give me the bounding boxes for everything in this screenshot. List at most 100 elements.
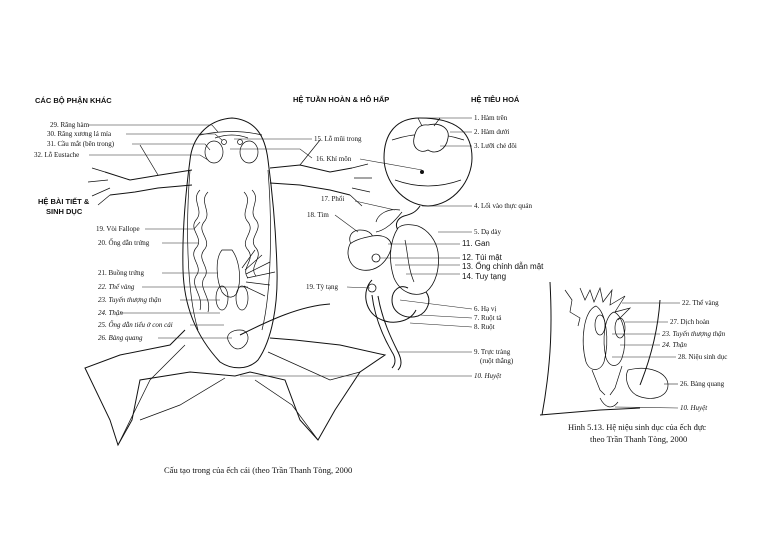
labels-male: 22. Thể vàng 27. Dịch hoàn 23. Tuyến thư… bbox=[662, 299, 727, 412]
female-web-ray-left-2 bbox=[139, 377, 226, 421]
female-bladder bbox=[227, 329, 249, 350]
male-testis-left bbox=[594, 314, 606, 336]
label-da-day: 5. Dạ dày bbox=[474, 228, 502, 236]
label-huyet-female: 10. Huyệt bbox=[474, 372, 502, 380]
label-tui-mat: 12. Túi mật bbox=[462, 253, 503, 262]
label-tuyen-thuong-than-male: 23. Tuyến thượng thận bbox=[662, 330, 726, 338]
label-truc-trang: 9. Trực tràng bbox=[474, 348, 511, 356]
female-nostril-right bbox=[237, 139, 243, 145]
label-ruot-thang: (ruột thẳng) bbox=[480, 357, 514, 365]
female-web-ray-left bbox=[117, 344, 186, 446]
female-oviduct-right-2 bbox=[243, 191, 251, 279]
caption-male-2: theo Trần Thanh Tòng, 2000 bbox=[590, 434, 687, 444]
label-the-vang-female: 22. Thể vàng bbox=[98, 283, 135, 291]
female-oviduct-left bbox=[193, 189, 202, 311]
male-body-left bbox=[541, 281, 552, 416]
female-web-ray-right bbox=[254, 379, 319, 441]
female-frog-drawing bbox=[84, 117, 387, 447]
label-rang-ham: 29. Răng hàm bbox=[50, 121, 90, 129]
male-cloaca bbox=[599, 397, 619, 408]
liver bbox=[347, 235, 392, 271]
male-bladder bbox=[626, 368, 669, 399]
label-loi-vao-thuc-quan: 4. Lối vào thực quản bbox=[474, 202, 533, 210]
female-rectum-link bbox=[239, 303, 331, 336]
label-gan: 11. Gan bbox=[462, 239, 490, 248]
label-than-female: 24. Thận bbox=[98, 309, 123, 317]
label-ham-tren: 1. Hàm trên bbox=[474, 114, 508, 122]
label-tuy-tang: 14. Tuy tạng bbox=[462, 272, 506, 281]
female-hand-left bbox=[87, 167, 111, 206]
female-shoulder-right bbox=[299, 139, 321, 166]
female-arm-right-upper bbox=[269, 164, 353, 173]
lower-jaw-line bbox=[394, 179, 462, 187]
stomach bbox=[390, 224, 439, 295]
digestive-system-drawing bbox=[347, 117, 473, 371]
tongue-tips bbox=[417, 117, 441, 127]
rectum bbox=[371, 294, 396, 369]
female-arm-left-upper bbox=[104, 169, 193, 181]
female-eye-right bbox=[239, 140, 259, 164]
label-bang-quang-male: 26. Bàng quang bbox=[680, 380, 725, 388]
label-ruot: 8. Ruột bbox=[474, 323, 495, 331]
label-voi-fallope: 19. Vòi Fallope bbox=[96, 225, 140, 233]
male-kidney-left bbox=[582, 305, 608, 370]
stomach-fold bbox=[404, 239, 415, 283]
label-phoi: 17. Phổi bbox=[321, 195, 344, 203]
label-luoi-che-doi: 3. Lưỡi chẻ đôi bbox=[474, 142, 517, 150]
rectum-2 bbox=[377, 295, 402, 371]
female-body-outline bbox=[182, 117, 278, 369]
lungs bbox=[375, 209, 403, 233]
label-lo-eustache: 32. Lỗ Eustache bbox=[34, 151, 79, 159]
female-fat-body bbox=[241, 249, 276, 297]
label-cau-mat: 31. Cầu mắt (bên trong) bbox=[47, 140, 115, 148]
labels-right: 1. Hàm trên 2. Hàm dưới 3. Lưỡi chẻ đôi … bbox=[462, 114, 544, 380]
leader-lines bbox=[88, 117, 680, 409]
tongue bbox=[413, 123, 449, 153]
label-buong-trung: 21. Buồng trứng bbox=[98, 269, 144, 277]
female-kidney-right bbox=[235, 285, 249, 311]
label-ong-dan-tieu: 25. Ống dẫn tiểu ở con cái bbox=[98, 321, 173, 329]
label-than-male: 24. Thận bbox=[662, 341, 687, 349]
female-eye-left bbox=[204, 140, 224, 164]
male-urogenital-ducts bbox=[591, 365, 623, 396]
female-hind-webbing bbox=[84, 329, 387, 447]
heading-other-parts: CÁC BỘ PHẬN KHÁC bbox=[35, 96, 112, 105]
label-rang-xuong-la-mia: 30. Răng xương lá mía bbox=[47, 130, 112, 138]
female-skin-flap-left bbox=[187, 169, 199, 331]
labels-center: 15. Lỗ mũi trong 16. Khí môn 17. Phổi 18… bbox=[306, 135, 362, 291]
label-tuyen-thuong-than-female: 23. Tuyến thượng thận bbox=[98, 296, 162, 304]
label-ham-duoi: 2. Hàm dưới bbox=[474, 128, 509, 136]
label-dich-hoan: 27. Dịch hoàn bbox=[670, 318, 710, 326]
female-jaw-line bbox=[199, 131, 263, 136]
duodenum bbox=[391, 286, 430, 318]
male-base bbox=[539, 407, 641, 416]
male-testis-right bbox=[614, 317, 626, 339]
label-tim: 18. Tim bbox=[307, 211, 329, 219]
small-intestine bbox=[365, 279, 417, 323]
label-ong-dan-trung: 20. Ống dẫn trứng bbox=[98, 239, 150, 247]
esophagus bbox=[395, 205, 421, 231]
heading-circulation: HỆ TUẦN HOÀN & HÔ HẤP bbox=[293, 94, 389, 104]
caption-male-1: Hình 5.13. Hệ niệu sinh dục của ếch đực bbox=[568, 422, 706, 432]
heading-excretory-1: HỆ BÀI TIẾT & bbox=[38, 196, 90, 206]
male-fat-body bbox=[579, 286, 632, 321]
male-urogenital-drawing bbox=[539, 281, 669, 416]
label-huyet-male: 10. Huyệt bbox=[680, 404, 708, 412]
female-skin-flap-right bbox=[261, 169, 271, 331]
label-the-vang-male: 22. Thể vàng bbox=[682, 299, 719, 307]
female-hand-right bbox=[349, 163, 372, 207]
label-ong-chinh-dan-mat: 13. Ống chính dẫn mật bbox=[462, 261, 544, 271]
heading-digestive: HỆ TIÊU HOÁ bbox=[471, 95, 520, 104]
label-khi-mon: 16. Khí môn bbox=[316, 155, 352, 163]
female-oviduct-right bbox=[251, 189, 259, 277]
label-bang-quang-female: 26. Bàng quang bbox=[98, 334, 143, 342]
female-ovary bbox=[216, 249, 240, 298]
label-lo-mui-trong: 15. Lỗ mũi trong bbox=[314, 135, 362, 143]
label-ruot-ta: 7. Ruột tá bbox=[474, 314, 502, 322]
female-shoulder-left bbox=[139, 144, 159, 176]
label-ty-tang: 19. Tỳ tạng bbox=[306, 283, 338, 291]
female-nostril-left bbox=[221, 139, 227, 145]
female-palate bbox=[214, 134, 249, 139]
